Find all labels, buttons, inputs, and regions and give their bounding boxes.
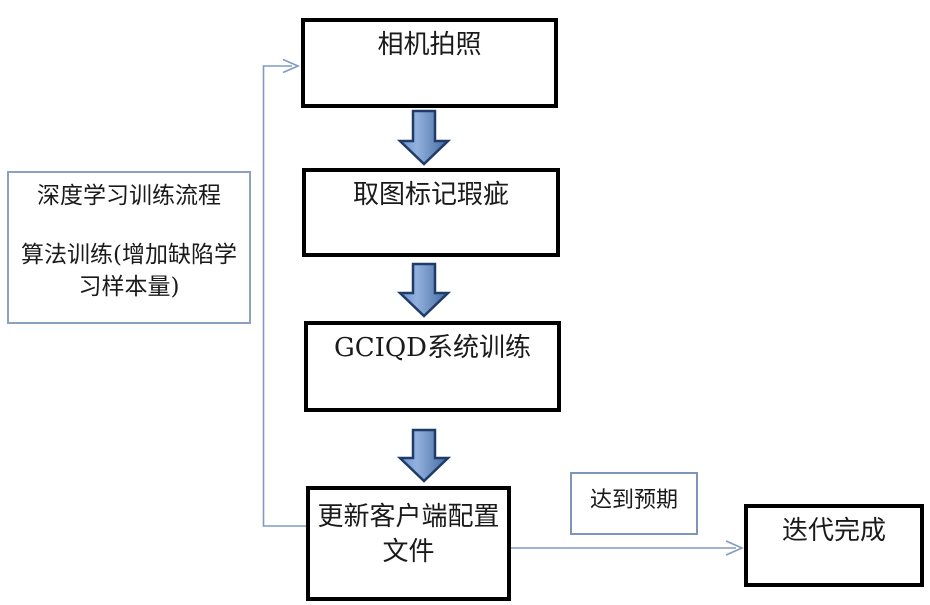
node-camera-capture: 相机拍照 — [301, 18, 558, 108]
condition-label-text: 达到预期 — [589, 488, 678, 513]
node-update-client-config: 更新客户端配置文件 — [306, 486, 511, 601]
node-iteration-done: 迭代完成 — [744, 504, 924, 587]
side-note-body: 算法训练(增加缺陷学习样本量) — [21, 242, 237, 301]
node-gciqd-training-label: GCIQD系统训练 — [333, 333, 532, 363]
node-update-client-config-label: 更新客户端配置文件 — [317, 502, 500, 568]
flow-down-arrow-3-icon — [396, 428, 452, 483]
condition-label-expectation-met: 达到预期 — [570, 472, 698, 535]
side-note: 深度学习训练流程 算法训练(增加缺陷学习样本量) — [7, 171, 251, 324]
feedback-connector — [262, 65, 306, 527]
flow-down-arrow-1-icon — [396, 109, 452, 166]
to-done-arrowhead-icon — [725, 540, 744, 556]
node-gciqd-training: GCIQD系统训练 — [304, 321, 561, 412]
node-mark-defects-label: 取图标记瑕疵 — [352, 180, 509, 210]
node-camera-capture-label: 相机拍照 — [377, 30, 482, 60]
node-iteration-done-label: 迭代完成 — [781, 516, 886, 546]
side-note-title: 深度学习训练流程 — [37, 183, 221, 209]
flow-down-arrow-2-icon — [396, 262, 452, 318]
node-mark-defects: 取图标记瑕疵 — [302, 168, 560, 257]
feedback-arrowhead-icon — [282, 58, 301, 74]
